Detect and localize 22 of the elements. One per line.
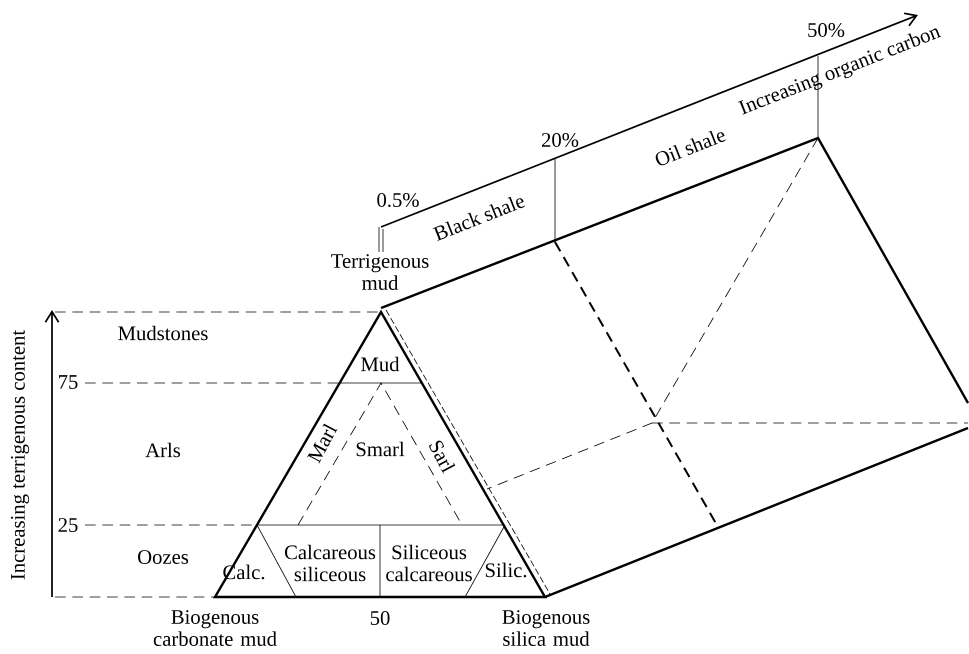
field-label: Silic. (486, 562, 526, 578)
field-label: Sarl (429, 440, 456, 474)
field-label: Smarl (356, 442, 404, 456)
axis-label: Increasing terrigenous content (10, 330, 30, 580)
tick-label: 25 (58, 518, 78, 532)
field-label: Siliceous calcareous (386, 544, 472, 582)
tick-label: 50% (808, 23, 844, 37)
tick-label: 50 (370, 611, 390, 625)
tick-label: 75 (59, 375, 78, 389)
zone-label: Arls (145, 442, 180, 458)
zone-label: Oil shale (656, 130, 726, 166)
tick-label: 20% (542, 133, 578, 148)
field-label: Marl (307, 424, 338, 464)
zone-label: Mudstones (118, 326, 208, 340)
tick-label: 0.5% (377, 193, 419, 208)
field-label: Calcareous siliceous (284, 544, 376, 582)
zone-label: Black shale (432, 196, 525, 241)
corner-label: Biogenous silica mud (502, 610, 590, 646)
zone-label: Oozes (138, 550, 188, 564)
field-label: Mud (361, 356, 400, 372)
corner-label: Biogenous carbonate mud (154, 610, 277, 646)
corner-label: Terrigenous mud (331, 254, 428, 290)
